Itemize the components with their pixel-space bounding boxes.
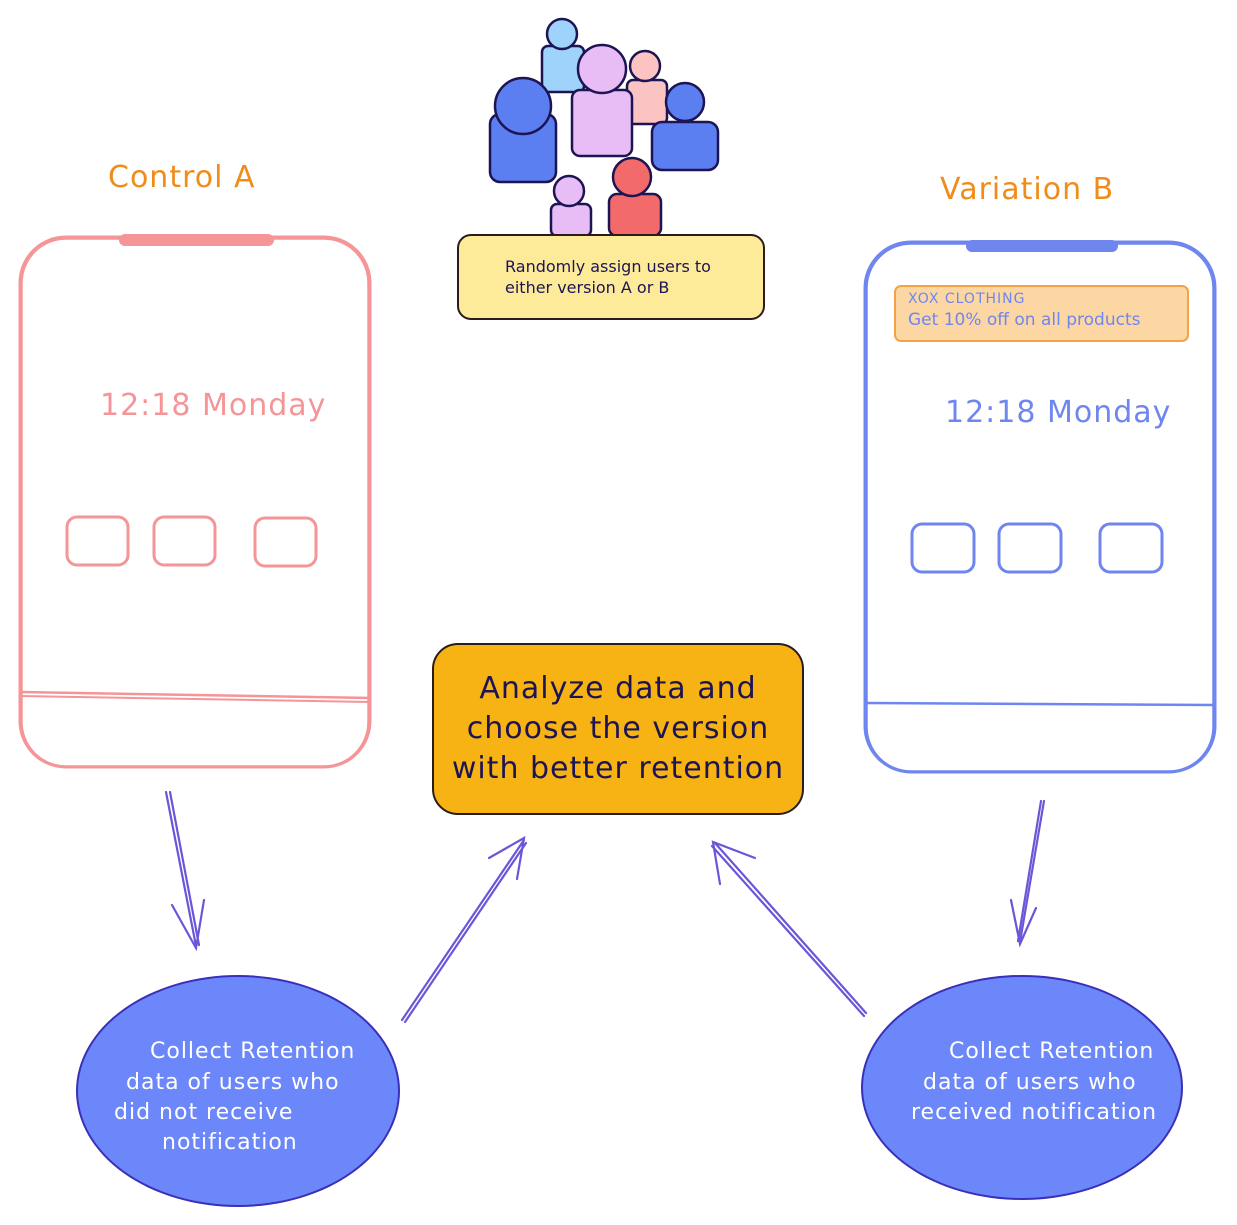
right-circle-line-3: received notification [911,1100,1158,1125]
variation-title: Variation B [940,172,1115,207]
notification-banner: XOX CLOTHING Get 10% off on all products [908,290,1183,332]
left-circle-line-4: notification [162,1130,298,1155]
arrows [164,790,1046,1024]
variation-app-icon-3 [1098,522,1164,574]
control-time: 12:18 Monday [100,388,327,423]
arrow-up-right-icon [710,840,868,1018]
control-phone [18,234,372,769]
arrow-down-left-icon [164,790,206,952]
arrow-down-right-icon [1009,799,1046,948]
left-circle-line-2: data of users who [126,1070,340,1095]
analyze-line-1: Analyze data and [479,671,757,706]
control-title: Control A [108,160,256,195]
analyze-box: Analyze data and choose the version with… [432,643,804,815]
variation-phone [863,240,1217,774]
notification-banner-bg [894,285,1189,342]
variation-app-icon-2 [997,522,1063,574]
notification-message: Get 10% off on all products [908,310,1141,330]
left-circle-line-3: did not receive [114,1100,294,1125]
variation-app-icon-1 [910,522,976,574]
analyze-line-3: with better retention [451,751,785,786]
notification-brand: XOX CLOTHING [908,291,1026,307]
assign-note-line-2: either version A or B [505,278,670,297]
users-group-icon [488,17,720,238]
assign-note-line-1: Randomly assign users to [505,257,711,276]
variation-time: 12:18 Monday [945,395,1172,430]
control-app-icon-3 [253,516,318,568]
arrow-up-left-icon [400,835,528,1024]
analyze-line-2: choose the version [466,711,770,746]
right-circle-line-1: Collect Retention [949,1039,1155,1064]
control-app-icon-1 [65,515,130,567]
right-circle-line-2: data of users who [923,1070,1137,1095]
assign-note: Randomly assign users to either version … [457,234,765,320]
collect-control-circle: Collect Retention data of users who did … [76,975,400,1207]
left-circle-line-1: Collect Retention [150,1039,356,1064]
control-app-icon-2 [152,515,217,567]
collect-variation-circle: Collect Retention data of users who rece… [861,975,1183,1200]
